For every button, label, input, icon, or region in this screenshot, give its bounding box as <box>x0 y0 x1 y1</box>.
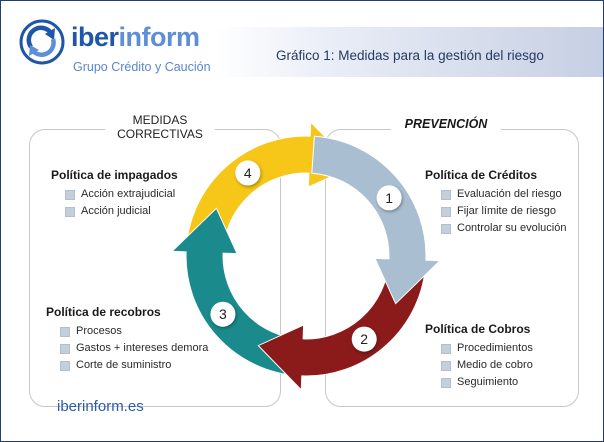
cycle-arrow-1 <box>311 135 442 305</box>
group-recobros: Política de recobros Procesos Gastos + i… <box>46 305 208 375</box>
step-badge-1: 1 <box>376 185 402 211</box>
cycle-arrow-4 <box>185 120 355 251</box>
cycle-arrow-3 <box>170 207 301 377</box>
list-item: Fijar límite de riesgo <box>439 204 566 221</box>
item-list: Evaluación del riesgo Fijar límite de ri… <box>425 187 566 238</box>
group-title: Política de Cobros <box>425 322 531 336</box>
heading-corrective: MEDIDAS CORRECTIVAS <box>105 113 215 141</box>
step-badge-2: 2 <box>351 326 377 352</box>
group-title: Política de Créditos <box>425 168 538 182</box>
item-list: Procedimientos Medio de cobro Seguimient… <box>425 341 533 392</box>
list-item: Evaluación del riesgo <box>439 187 566 204</box>
list-item: Procedimientos <box>439 341 533 358</box>
list-item: Gastos + intereses demora <box>58 341 208 358</box>
list-item: Corte de suministro <box>58 358 208 375</box>
cycle-diagram: 1 2 3 4 <box>170 120 442 392</box>
logo-arrows-icon <box>19 19 65 65</box>
group-cobros: Política de Cobros Procedimientos Medio … <box>425 322 533 392</box>
step-badge-4: 4 <box>235 160 261 186</box>
footer-website-link[interactable]: iberinform.es <box>57 398 144 415</box>
item-list: Acción extrajudicial Acción judicial <box>51 187 178 221</box>
item-list: Procesos Gastos + intereses demora Corte… <box>46 324 208 375</box>
group-title: Política de impagados <box>51 168 178 182</box>
step-number: 1 <box>385 190 393 206</box>
brand-name: iberinform <box>71 22 200 53</box>
chart-title: Gráfico 1: Medidas para la gestión del r… <box>276 48 544 63</box>
cycle-arrow-2 <box>257 261 427 392</box>
list-item: Controlar su evolución <box>439 221 566 238</box>
step-number: 2 <box>360 331 368 347</box>
brand-name-bold: iber <box>71 22 119 52</box>
heading-corrective-line1: MEDIDAS <box>132 113 188 127</box>
heading-prevention: PREVENCIÓN <box>391 117 501 131</box>
group-title: Política de recobros <box>46 305 161 319</box>
heading-corrective-line2: CORRECTIVAS <box>117 127 203 141</box>
step-badge-3: 3 <box>210 301 236 327</box>
group-creditos: Política de Créditos Evaluación del ries… <box>425 168 566 238</box>
brand-name-light: inform <box>118 22 201 52</box>
list-item: Seguimiento <box>439 375 533 392</box>
group-impagados: Política de impagados Acción extrajudici… <box>51 168 178 221</box>
header-band <box>216 27 603 77</box>
list-item: Acción extrajudicial <box>63 187 178 204</box>
step-number: 4 <box>244 165 252 181</box>
brand-tagline: Grupo Crédito y Caución <box>73 60 211 74</box>
list-item: Procesos <box>58 324 208 341</box>
step-number: 3 <box>219 306 227 322</box>
list-item: Medio de cobro <box>439 358 533 375</box>
list-item: Acción judicial <box>63 204 178 221</box>
brand-logo[interactable]: iberinform Grupo Crédito y Caución <box>17 19 217 79</box>
